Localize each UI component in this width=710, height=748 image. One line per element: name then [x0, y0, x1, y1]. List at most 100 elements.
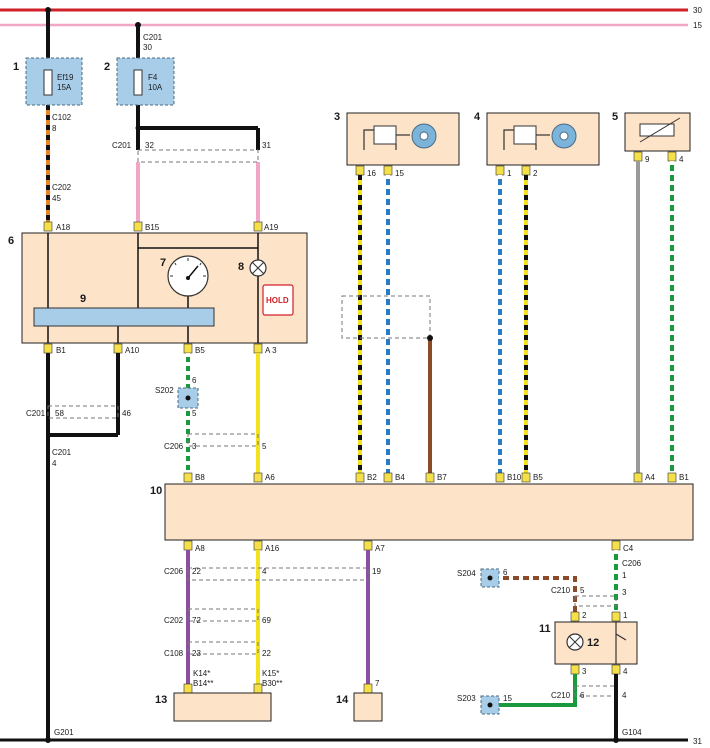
pin-label: B2: [367, 473, 377, 482]
pin-terminal: [495, 165, 505, 176]
splice-label: S204: [457, 569, 476, 578]
rail-31-label: 31: [693, 737, 702, 746]
ground-label: G201: [54, 728, 74, 737]
variable-resistor-icon: [639, 117, 681, 143]
connector-outline: [187, 641, 259, 655]
pin-terminal: [667, 151, 677, 162]
lamp-icon: [249, 259, 267, 277]
connector-outline: [574, 595, 617, 607]
pin-terminal: [383, 472, 393, 483]
connector-pin: 3: [192, 442, 197, 451]
pin-terminal: [521, 165, 531, 176]
connector-label: C206: [164, 442, 184, 451]
fuse-2-name: F4: [148, 73, 158, 82]
connector-label: C210: [551, 691, 571, 700]
pin-label: 9: [645, 155, 650, 164]
pin-label: 15: [395, 169, 404, 178]
pin-label: B1: [679, 473, 689, 482]
component-14: [353, 692, 383, 722]
pin-label: 1: [507, 169, 512, 178]
component-10-number: 10: [150, 485, 162, 497]
connector-pin: 5: [192, 409, 197, 418]
connector-outline: [47, 405, 119, 419]
junction-dot: [487, 575, 493, 581]
actuator-3: [346, 112, 460, 166]
pin-terminal: [253, 540, 263, 551]
fuse-1-name: Ef19: [57, 73, 74, 82]
connector-label: C202: [164, 616, 184, 625]
connector-label: C201: [52, 448, 72, 457]
connector-pin: 23: [192, 649, 201, 658]
pin-label: B8: [195, 473, 205, 482]
switch-icon: [615, 622, 627, 664]
connector-pin: 6: [503, 568, 508, 577]
connector-label: C202: [52, 183, 72, 192]
pin-terminal: [113, 343, 123, 354]
pin-terminal: [253, 343, 263, 354]
component-6-number: 6: [8, 235, 14, 247]
connector-outline: [187, 608, 259, 622]
pin-label: B15: [145, 223, 160, 232]
connector-pin: 8: [52, 124, 57, 133]
component-9-number: 9: [80, 293, 86, 305]
connector-pin: 5: [262, 442, 267, 451]
pin-label: 4: [623, 667, 628, 676]
pin-terminal: [253, 221, 263, 232]
pin-label: 2: [582, 611, 587, 620]
component-11-number: 11: [539, 623, 551, 635]
pin-label: B30**: [262, 679, 282, 688]
connector-pin: 3: [622, 588, 627, 597]
gear-icon: [551, 123, 577, 149]
pin-label: 1: [623, 611, 628, 620]
fuse-1-box: [25, 57, 83, 106]
pin-label: B14**: [193, 679, 213, 688]
pin-terminal: [183, 683, 193, 694]
wire: [499, 576, 577, 612]
pin-label: B5: [195, 346, 205, 355]
component-13-number: 13: [155, 694, 167, 706]
pin-label: A16: [265, 544, 280, 553]
connector-label: C201: [112, 141, 132, 150]
pin-label: A6: [265, 473, 275, 482]
connector-pin: 6: [580, 691, 585, 700]
connector-label: C108: [164, 649, 184, 658]
pin-label: B5: [533, 473, 543, 482]
pin-label: B7: [437, 473, 447, 482]
gear-icon: [411, 123, 437, 149]
pin-terminal: [183, 343, 193, 354]
connector-pin: 4: [52, 459, 57, 468]
connector-pin: 32: [145, 141, 154, 150]
connector-pin: 6: [192, 376, 197, 385]
connector-outline: [137, 149, 259, 163]
pin-terminal: [495, 472, 505, 483]
solenoid-icon: [503, 125, 550, 150]
hold-label: HOLD: [266, 296, 289, 305]
pin-terminal: [633, 472, 643, 483]
connector-pin: 31: [262, 141, 271, 150]
connector-outline: [187, 433, 259, 447]
pin-label: A10: [125, 346, 140, 355]
pin-terminal: [43, 343, 53, 354]
pin-label: B4: [395, 473, 405, 482]
connector-pin: 22: [192, 567, 201, 576]
pin-label: K14*: [193, 669, 210, 678]
connector-pin: 5: [580, 586, 585, 595]
connector-pin: 46: [122, 409, 131, 418]
pin-terminal: [363, 540, 373, 551]
connector-pin: 4: [622, 691, 627, 700]
pin-label: 4: [679, 155, 684, 164]
pin-label: A4: [645, 473, 655, 482]
connector-outline: [187, 567, 369, 581]
connector-label: C206: [164, 567, 184, 576]
component-4-number: 4: [474, 111, 481, 123]
pin-terminal: [633, 151, 643, 162]
connector-pin: 30: [143, 43, 152, 52]
pin-label: B10: [507, 473, 522, 482]
fuse-2-rating: 10A: [148, 83, 163, 92]
pin-terminal: [355, 472, 365, 483]
pin-terminal: [253, 683, 263, 694]
connector-label: C201: [26, 409, 46, 418]
splice-label: S202: [155, 386, 174, 395]
connector-pin: 19: [372, 567, 381, 576]
pin-label: K15*: [262, 669, 279, 678]
